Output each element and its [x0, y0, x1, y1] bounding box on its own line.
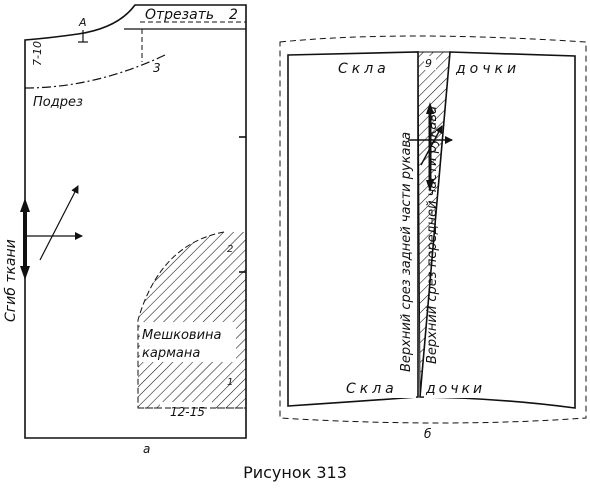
pocket-label-bg	[140, 322, 236, 362]
pocket-outline	[137, 231, 246, 409]
range-12-15-label: 12-15	[170, 405, 205, 419]
front-sleeve-edge-label: Верхний срез передней части рукава	[425, 106, 440, 364]
fold-top-right-label: дочки	[455, 61, 520, 77]
number-9-label: 9	[425, 57, 432, 70]
grain-arrow-head-down	[20, 266, 30, 280]
panel-b-letter: б	[424, 427, 432, 441]
range-7-10-label: 7-10	[31, 41, 44, 66]
back-sleeve-piece	[287, 51, 419, 407]
center-vertical-arrow-head-down	[426, 180, 434, 192]
panel-b: Скла дочки 9 Верхний срез задней части р…	[279, 35, 587, 441]
undercut-curve	[24, 54, 166, 89]
figure-caption: Рисунок 313	[243, 463, 347, 482]
back-sleeve-edge-label: Верхний срез задней части рукава	[399, 132, 414, 372]
number-9-bg	[424, 56, 436, 70]
undercut-label: Подрез	[33, 95, 83, 110]
point-a-label: А	[78, 16, 87, 29]
range-label-bg	[160, 402, 212, 418]
hatched-wedge	[417, 51, 451, 398]
number-3-label: 3	[153, 61, 161, 75]
cut-off-label: Отрезать	[145, 7, 214, 23]
pocket-label-line1: Мешковина	[142, 328, 222, 343]
pocket-hatched	[138, 232, 246, 408]
fold-top-right-bg	[452, 58, 542, 78]
grain-arrow-head-up	[20, 198, 30, 212]
fold-bottom-right-bg	[424, 378, 500, 398]
pocket-label-line2: кармана	[142, 346, 200, 361]
fold-bottom-right-label: дочки	[425, 381, 485, 397]
diagonal-arrow	[39, 185, 79, 261]
fold-top-left-label: Скла	[338, 61, 390, 77]
allowance-outline	[279, 35, 587, 424]
panel-a-letter: а	[143, 442, 150, 456]
number-2-label: 2	[227, 244, 233, 255]
panel-a: Отрезать 2 А 7-10 3 Подрез Сгиб ткани Ме…	[3, 4, 247, 456]
center-vertical-arrow-head-up	[426, 102, 434, 114]
center-diagonal-arrow	[420, 125, 443, 166]
fold-top-left-bg	[334, 58, 416, 78]
fold-bottom-left-bg	[342, 378, 416, 398]
grain-label: Сгиб ткани	[3, 239, 19, 322]
panel-a-outline	[24, 4, 247, 439]
number-1-label: 1	[227, 377, 233, 388]
cut-off-number: 2	[229, 7, 238, 23]
fold-bottom-left-label: Скла	[346, 381, 398, 397]
